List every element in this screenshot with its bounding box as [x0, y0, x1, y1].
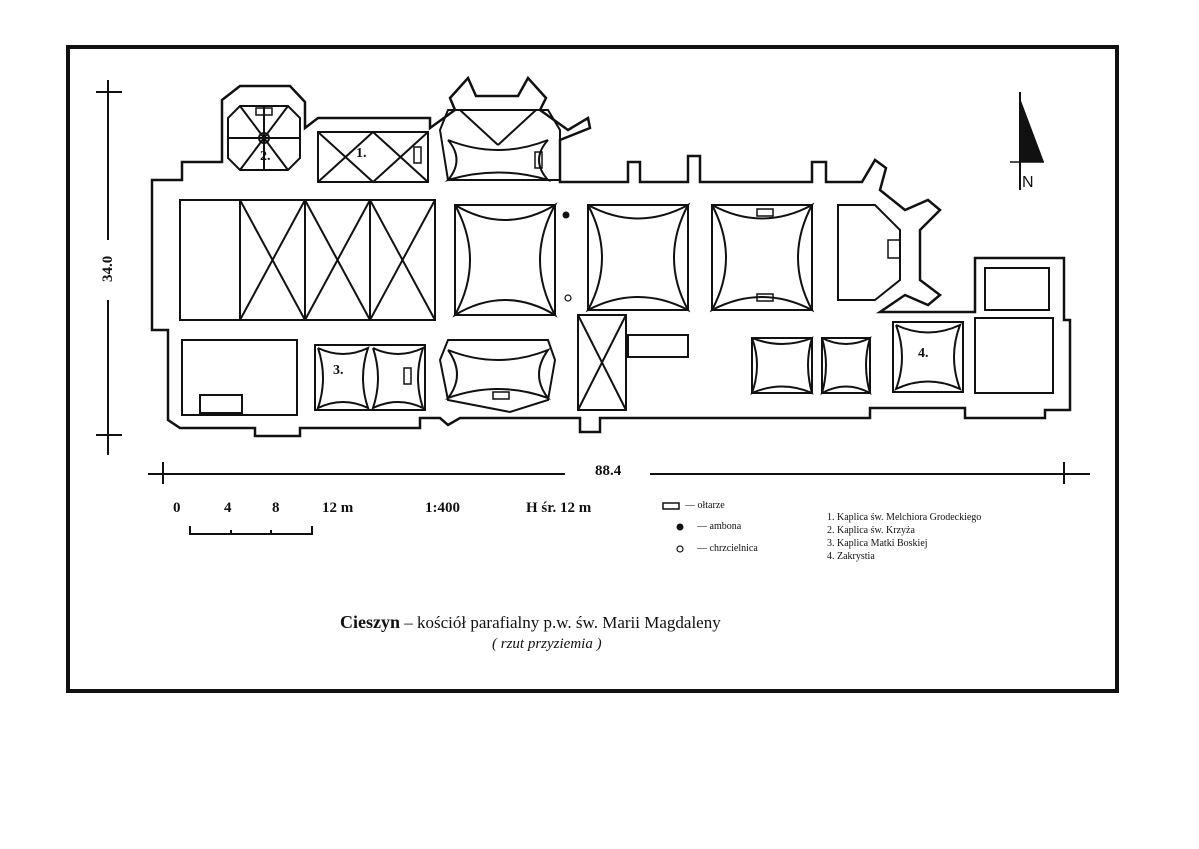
- font-marker: [564, 294, 572, 302]
- chapel-list-item: 3. Kaplica Matki Boskiej: [827, 538, 928, 549]
- pulpit-dot: [676, 523, 684, 531]
- legend-symbols: [662, 502, 684, 553]
- scale-tick-4: 4: [224, 500, 232, 516]
- height-dimension-line: [96, 80, 122, 455]
- church-outline: [150, 75, 1072, 438]
- scale-ratio: 1:400: [425, 500, 460, 516]
- north-arrow: [1010, 92, 1044, 190]
- chapel-list-item: 2. Kaplica św. Krzyża: [827, 525, 915, 536]
- height-note: H śr. 12 m: [526, 500, 592, 516]
- legend-pulpit: — ambona: [697, 521, 742, 532]
- legend-font: — chrzcielnica: [697, 543, 758, 554]
- title-city: Cieszyn: [340, 612, 400, 632]
- chapel-list-item: 4. Zakrystia: [827, 551, 875, 562]
- title-rest: – kościół parafialny p.w. św. Marii Magd…: [400, 613, 721, 632]
- scale-tick-12: 12 m: [322, 500, 354, 516]
- chapel-marker-3: 3.: [333, 363, 344, 378]
- chapel-marker-1: 1.: [356, 146, 367, 161]
- north-label: N: [1022, 174, 1034, 191]
- width-dimension-label: 88.4: [595, 463, 622, 479]
- altar-symbol: [662, 502, 680, 510]
- chapel-marker-4: 4.: [918, 346, 929, 361]
- height-dimension-label: 34.0: [100, 255, 116, 282]
- font-circle: [676, 545, 684, 553]
- legend-altar: — ołtarze: [685, 500, 725, 511]
- width-dimension-line: [148, 462, 1090, 484]
- chapel-list: 1. Kaplica św. Melchiora Grodeckiego 2. …: [827, 511, 981, 563]
- page-subtitle: ( rzut przyziemia ): [492, 636, 602, 652]
- chapel-list-item: 1. Kaplica św. Melchiora Grodeckiego: [827, 512, 982, 523]
- chapel-marker-2: 2.: [260, 149, 271, 164]
- scale-tick-0: 0: [173, 500, 181, 516]
- scale-tick-8: 8: [272, 500, 280, 516]
- altar-symbols: [255, 107, 901, 400]
- page-title: Cieszyn – kościół parafialny p.w. św. Ma…: [340, 612, 721, 633]
- pulpit-marker: [562, 211, 570, 219]
- drawing-frame: [66, 45, 1119, 693]
- scale-bar: [189, 526, 313, 535]
